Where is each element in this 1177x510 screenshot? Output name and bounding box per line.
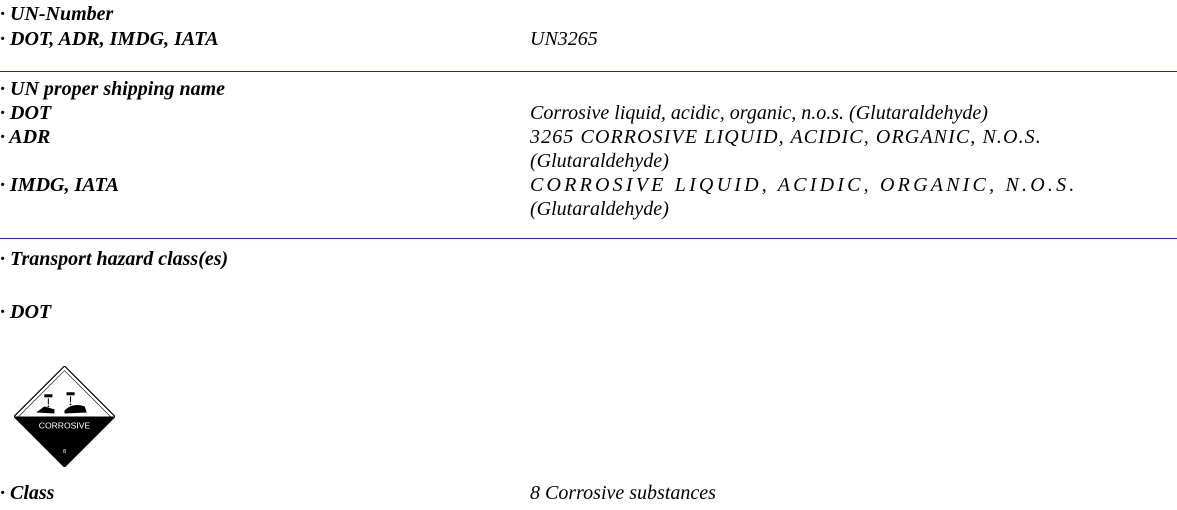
shipping-name-imdg-value-line-1: CORROSIVE LIQUID, ACIDIC, ORGANIC, N.O.S… — [530, 174, 1078, 196]
placard-top-half — [19, 371, 110, 417]
shipping-name-imdg-value-line-2: (Glutaraldehyde) — [530, 198, 669, 220]
hazard-class-label: · Class — [0, 482, 55, 504]
corrosive-placard-icon: CORROSIVE 8 — [14, 366, 115, 467]
section-divider — [0, 71, 1177, 72]
hazard-class-value: 8 Corrosive substances — [530, 482, 716, 504]
placard-text: CORROSIVE — [39, 421, 91, 431]
corrosion-pictogram — [36, 392, 87, 414]
shipping-name-imdg-label: · IMDG, IATA — [0, 174, 119, 196]
placard-number: 8 — [63, 449, 66, 455]
shipping-name-dot-value: Corrosive liquid, acidic, organic, n.o.s… — [530, 102, 988, 124]
shipping-name-adr-label: · ADR — [0, 126, 51, 148]
hazard-class-dot-label: · DOT — [0, 301, 52, 323]
un-number-heading: · UN-Number — [0, 3, 114, 25]
shipping-name-adr-value-line-1: 3265 CORROSIVE LIQUID, ACIDIC, ORGANIC, … — [530, 126, 1042, 148]
section-divider — [0, 238, 1177, 239]
shipping-name-adr-value-line-2: (Glutaraldehyde) — [530, 150, 669, 172]
un-number-value: UN3265 — [530, 28, 598, 50]
shipping-name-dot-label: · DOT — [0, 102, 52, 124]
shipping-name-heading: · UN proper shipping name — [0, 78, 226, 100]
hazard-class-heading: · Transport hazard class(es) — [0, 248, 229, 270]
un-number-modes-label: · DOT, ADR, IMDG, IATA — [0, 28, 219, 50]
